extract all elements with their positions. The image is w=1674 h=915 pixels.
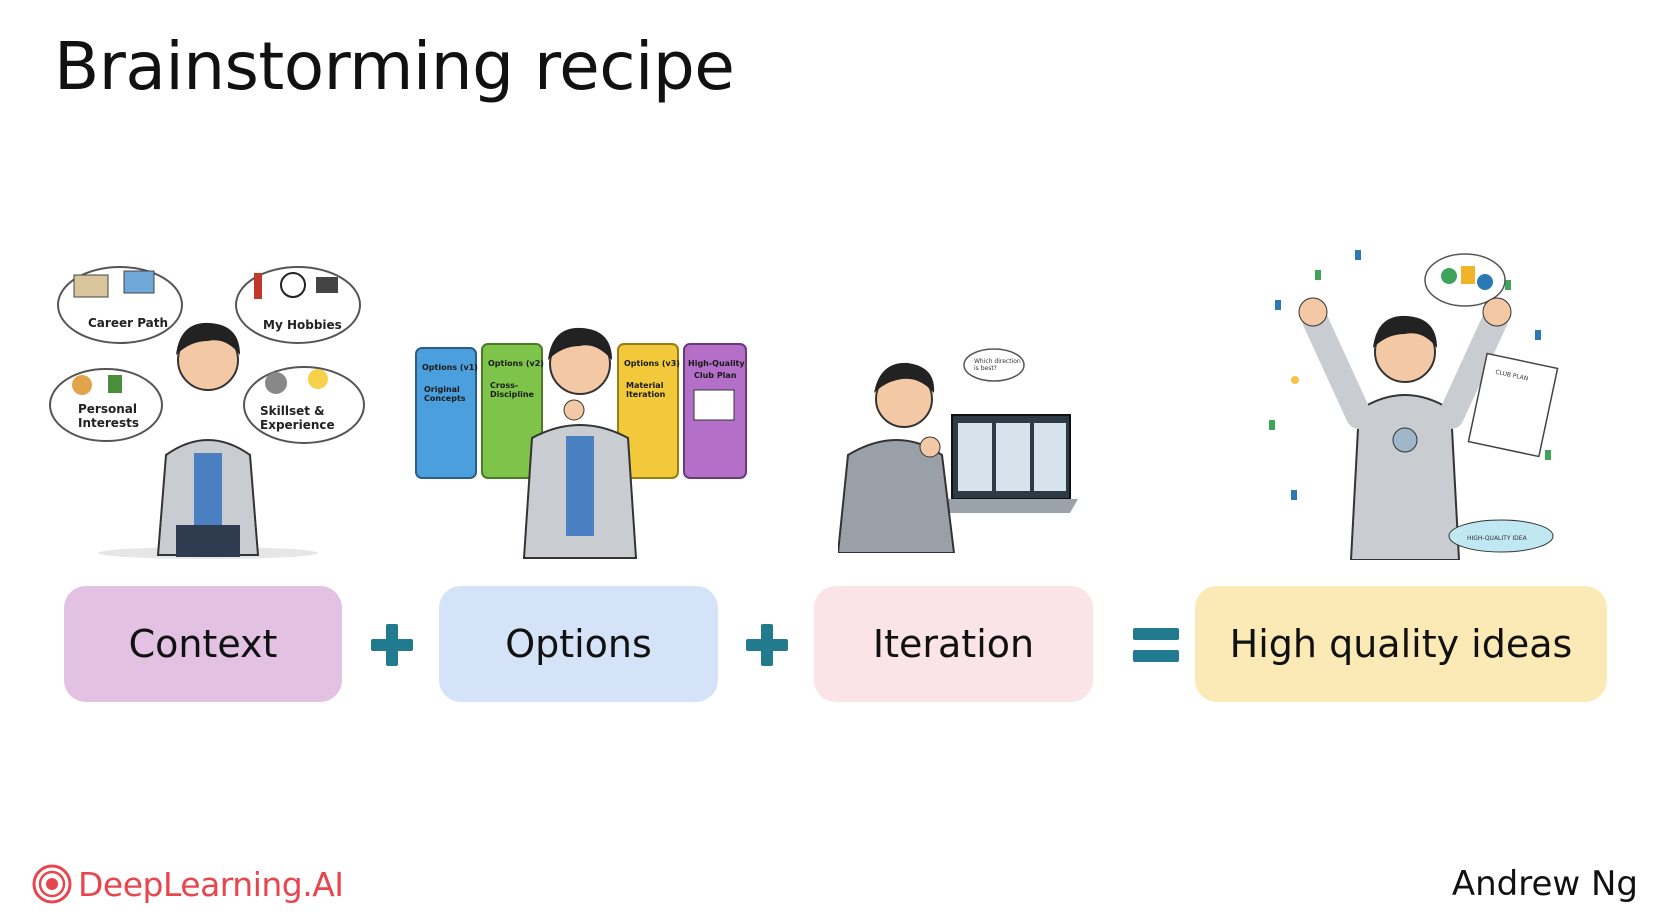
person-chin-stroke: [522, 327, 638, 559]
cloud-career-path: Career Path: [57, 266, 183, 344]
option-panel-final: High-Quality Club Plan: [683, 343, 747, 479]
svg-text:High-Quality: High-Quality: [688, 359, 745, 368]
formula-label-options: Options: [505, 622, 652, 666]
cloud-label-hobbies: My Hobbies: [263, 318, 342, 332]
cloud-label-skills: Skillset &Experience: [260, 404, 335, 432]
cloud-my-hobbies: My Hobbies: [235, 266, 361, 344]
logo-text: DeepLearning.AI: [78, 864, 344, 904]
formula-box-high-quality-ideas: High quality ideas: [1195, 586, 1607, 702]
formula-box-context: Context: [64, 586, 342, 702]
pedestal: HIGH-QUALITY IDEA: [1448, 519, 1554, 553]
formula-label-ideas: High quality ideas: [1229, 622, 1573, 666]
formula-label-iteration: Iteration: [872, 622, 1035, 666]
svg-text:Options (v3): Options (v3): [624, 359, 680, 368]
logo-mark-icon: [32, 864, 72, 904]
person-thinking: [98, 322, 318, 559]
trophy-cloud: [1424, 253, 1506, 307]
equals-sign: [1131, 620, 1181, 670]
cloud-skillset: Skillset &Experience: [243, 366, 365, 444]
plus-sign-2: [742, 620, 792, 670]
person-celebrating: [1298, 297, 1512, 560]
plus-sign-1: [367, 620, 417, 670]
formula-box-iteration: Iteration: [814, 586, 1093, 702]
slide-title: Brainstorming recipe: [54, 28, 735, 105]
ideas-illustration: CLUB PLAN HIGH-QUALITY IDEA: [1255, 240, 1565, 560]
option-panel-v2: Options (v2) Cross-Discipline: [481, 343, 544, 479]
formula-label-context: Context: [128, 622, 278, 666]
deeplearning-logo: DeepLearning.AI: [32, 862, 344, 906]
svg-text:Club Plan: Club Plan: [694, 371, 737, 380]
cloud-label-career: Career Path: [88, 316, 168, 330]
svg-text:Options (v2): Options (v2): [488, 359, 544, 368]
svg-text:Cross-Discipline: Cross-Discipline: [490, 381, 535, 399]
laptop: [938, 414, 1078, 513]
person-at-laptop: [838, 362, 956, 553]
svg-text:HIGH-QUALITY IDEA: HIGH-QUALITY IDEA: [1467, 535, 1528, 542]
formula-box-options: Options: [439, 586, 718, 702]
author-name: Andrew Ng: [1451, 864, 1638, 904]
svg-text:Options (v1): Options (v1): [422, 363, 478, 372]
club-plan-sign: CLUB PLAN: [1467, 352, 1559, 458]
